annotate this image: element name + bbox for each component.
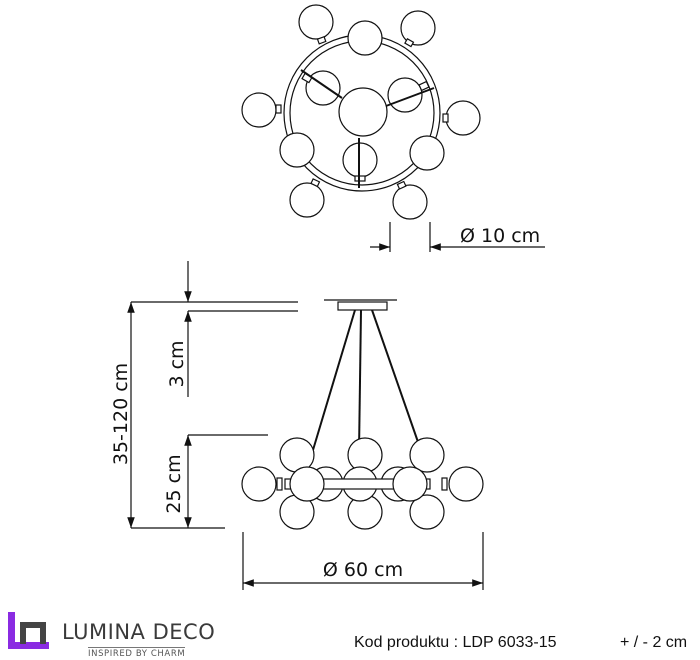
globe [445,100,481,136]
side-view [241,299,484,530]
arm [300,69,343,99]
globe [400,10,436,46]
globe [279,132,315,168]
globe [387,77,423,113]
arm [385,87,435,107]
canopy-globe [338,87,388,137]
globe [298,4,334,40]
product-code: Kod produktu : LDP 6033-15 [354,634,557,651]
diameter-label: Ø 60 cm [323,559,403,581]
cable [358,309,362,453]
height-dimensions: 35-120 cm 3 cm 25 cm [110,261,298,529]
globe [289,182,325,218]
cable [312,309,356,451]
globe [409,135,445,171]
lumina-deco-logo-icon [8,612,49,649]
top-view [241,4,481,220]
globe [241,92,277,128]
shade-diameter-dimension: Ø 10 cm [370,222,545,252]
globe [392,184,428,220]
canopy [337,301,388,311]
bar [284,478,431,490]
brand-name: LUMINA DECO [62,620,216,644]
brand-tagline: INSPIRED BY CHARM [88,647,186,659]
total-height-label: 35-120 cm [110,363,132,465]
tolerance: + / - 2 cm [620,634,688,651]
globes-side-view [241,437,484,530]
canopy-height-label: 3 cm [166,340,188,387]
globes-top-view [241,4,481,220]
shade-diameter-label: Ø 10 cm [460,225,540,247]
diameter-dimension: Ø 60 cm [242,532,484,590]
cable [371,309,419,443]
body-height-label: 25 cm [163,454,185,513]
globe [347,20,383,56]
